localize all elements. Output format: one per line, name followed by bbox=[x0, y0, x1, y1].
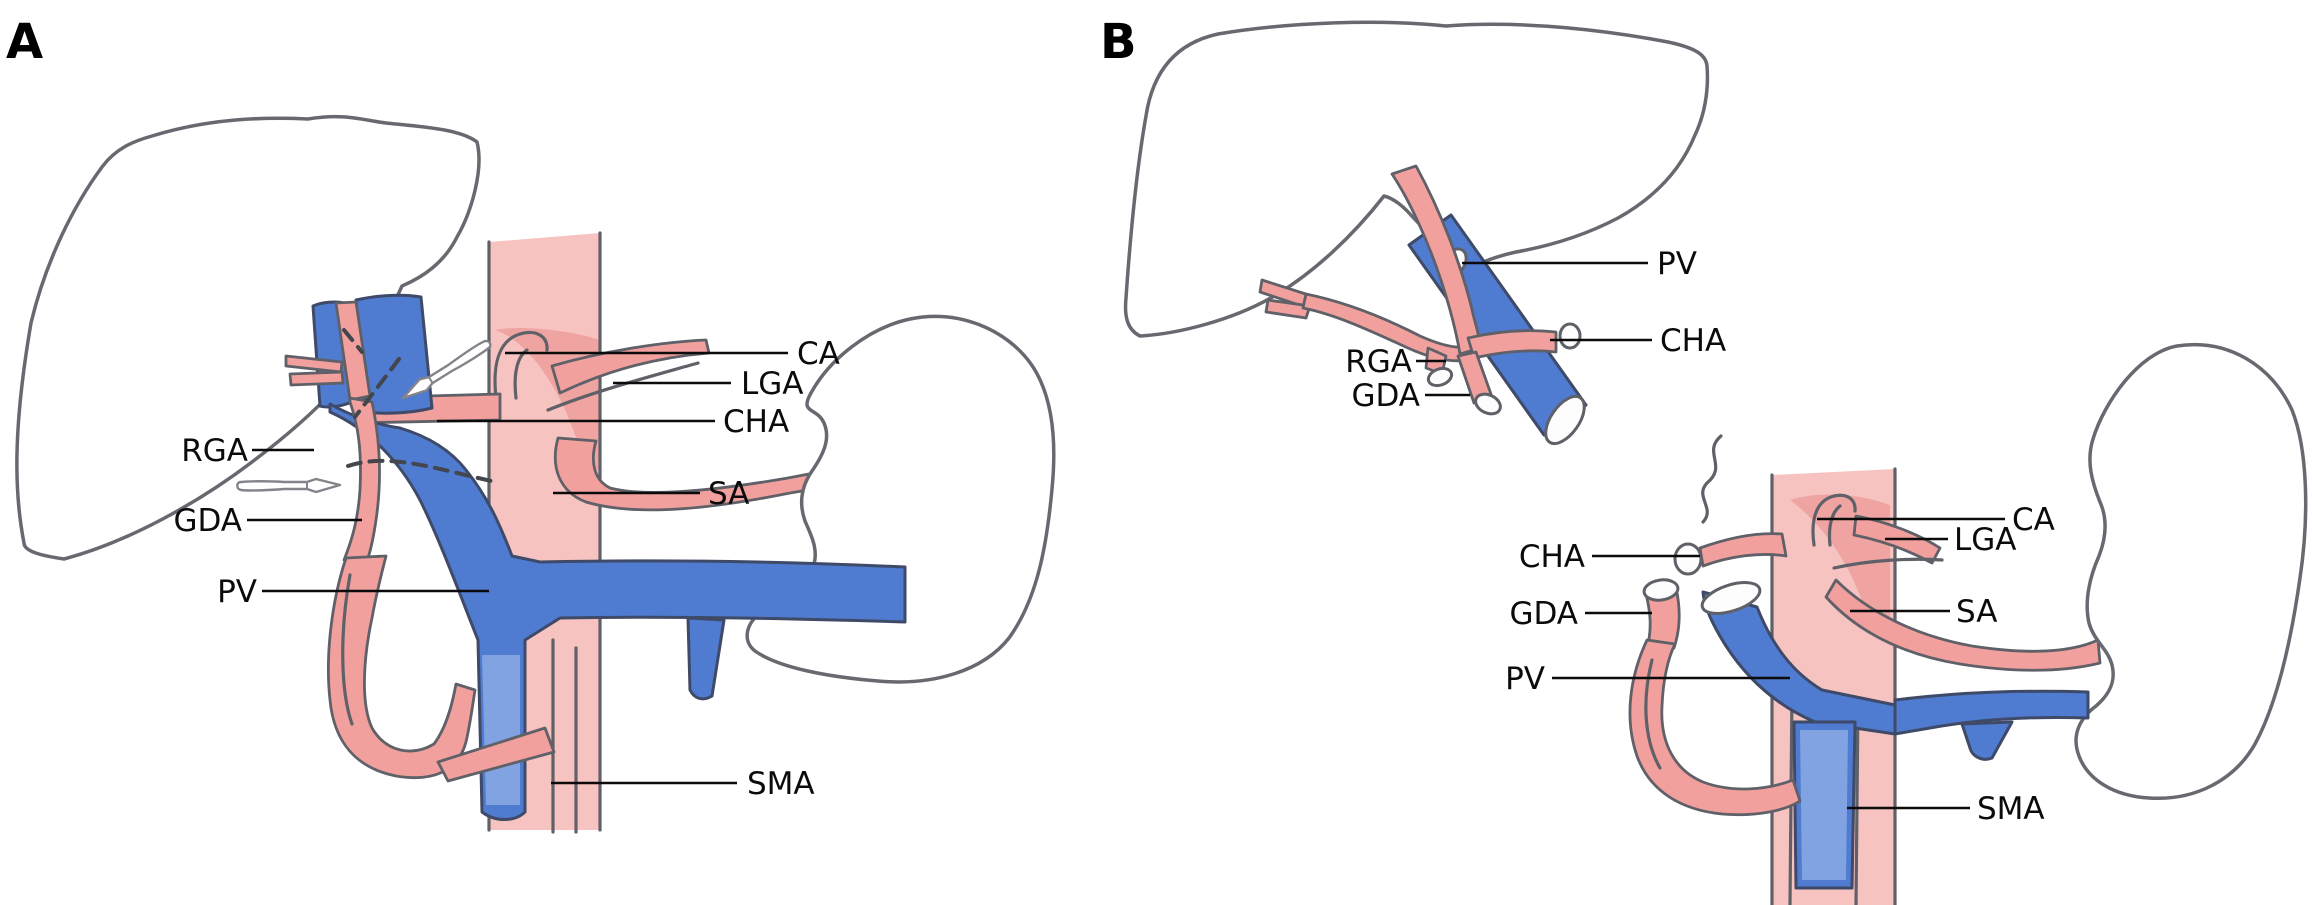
panel-b: B PV CHA RGA GDA bbox=[1100, 14, 2308, 905]
label-pv-hilum-b: PV bbox=[1657, 246, 1697, 282]
label-lga-a: LGA bbox=[741, 366, 804, 402]
cha-stub-lower-b bbox=[1698, 532, 1788, 568]
panel-b-letter: B bbox=[1100, 14, 1137, 70]
gda-loop-inner-line-a bbox=[341, 573, 354, 726]
label-sma-b: SMA bbox=[1977, 791, 2045, 827]
cut-dash-line bbox=[353, 357, 401, 419]
labels-a: CA LGA CHA SA RGA GDA PV SMA bbox=[173, 336, 839, 802]
label-pv-b: PV bbox=[1505, 661, 1545, 697]
label-gda-a: GDA bbox=[173, 503, 242, 539]
cha-stub-b bbox=[1466, 329, 1558, 360]
label-rga-hilum-b: RGA bbox=[1345, 344, 1412, 380]
portal-vein-lower-b bbox=[1700, 581, 2090, 890]
label-lga-b: LGA bbox=[1954, 522, 2017, 558]
pv-splenic-branch-b bbox=[1893, 689, 2090, 736]
cha-cut-opening-b bbox=[1558, 322, 1582, 350]
rga-twig2-a bbox=[288, 370, 345, 387]
label-ca-a: CA bbox=[797, 336, 840, 372]
cut-edge-squiggle-b bbox=[1701, 434, 1723, 524]
label-sa-a: SA bbox=[708, 476, 749, 512]
hilum-labels-b: PV CHA RGA GDA bbox=[1345, 246, 1726, 414]
label-sma-a: SMA bbox=[747, 766, 815, 802]
liver-a bbox=[15, 114, 481, 561]
pv-right-lobe-a bbox=[354, 293, 434, 415]
scalpel-icon bbox=[236, 477, 342, 494]
arteries-lower-b bbox=[1628, 532, 1802, 817]
label-sa-b: SA bbox=[1956, 594, 1997, 630]
pv-trunk-a bbox=[328, 402, 907, 821]
pv-cut-opening-b bbox=[1544, 394, 1586, 446]
cut-dash-line bbox=[346, 458, 498, 484]
hilum-vessels-b bbox=[1258, 164, 1588, 446]
label-cha-hilum-b: CHA bbox=[1660, 323, 1726, 359]
label-ca-b: CA bbox=[2012, 502, 2055, 538]
pv-highlight-a bbox=[482, 655, 520, 805]
gda-cut-opening-lower-b bbox=[1642, 578, 1680, 602]
scalpel-icon bbox=[401, 339, 492, 400]
pv-cut-opening-lower-b bbox=[1700, 581, 1762, 615]
sma-junction-band-a bbox=[436, 726, 556, 783]
artery-twig2-b bbox=[1264, 298, 1312, 320]
gda-cut-opening-b bbox=[1474, 392, 1502, 416]
gda-arcade-loop-a bbox=[326, 554, 477, 780]
pv-branch-stub-a bbox=[686, 616, 726, 701]
label-cha-a: CHA bbox=[723, 404, 789, 440]
gda-arcade-loop-b bbox=[1628, 638, 1802, 817]
panel-a: A bbox=[6, 14, 1056, 834]
main-labels-b: CA LGA SA CHA GDA PV SMA bbox=[1505, 502, 2055, 827]
label-gda-b: GDA bbox=[1509, 596, 1578, 632]
label-gda-hilum-b: GDA bbox=[1351, 378, 1420, 414]
label-rga-a: RGA bbox=[181, 433, 248, 469]
rga-cut-opening-b bbox=[1426, 366, 1454, 388]
hepatic-arteries-a bbox=[284, 300, 556, 783]
sma-outline-a bbox=[551, 638, 578, 834]
gda-loop-inner-line-b bbox=[1644, 658, 1662, 770]
splenic-artery-b bbox=[1824, 578, 2102, 672]
pv-tube-lower-b bbox=[1701, 590, 1902, 736]
panel-a-letter: A bbox=[6, 14, 43, 70]
cut-dash-line bbox=[342, 328, 364, 354]
celiac-trunk-b bbox=[1811, 493, 1857, 547]
pv-branch-twig-b bbox=[1960, 720, 2014, 761]
pv-highlight-b bbox=[1800, 730, 1848, 880]
cha-cut-opening-lower-b bbox=[1673, 542, 1703, 576]
lga-underline-a bbox=[546, 361, 700, 412]
lga-underline-b bbox=[1832, 557, 1944, 570]
label-pv-a: PV bbox=[217, 574, 257, 610]
label-cha-b: CHA bbox=[1519, 539, 1585, 575]
spleen-b bbox=[2074, 343, 2308, 801]
